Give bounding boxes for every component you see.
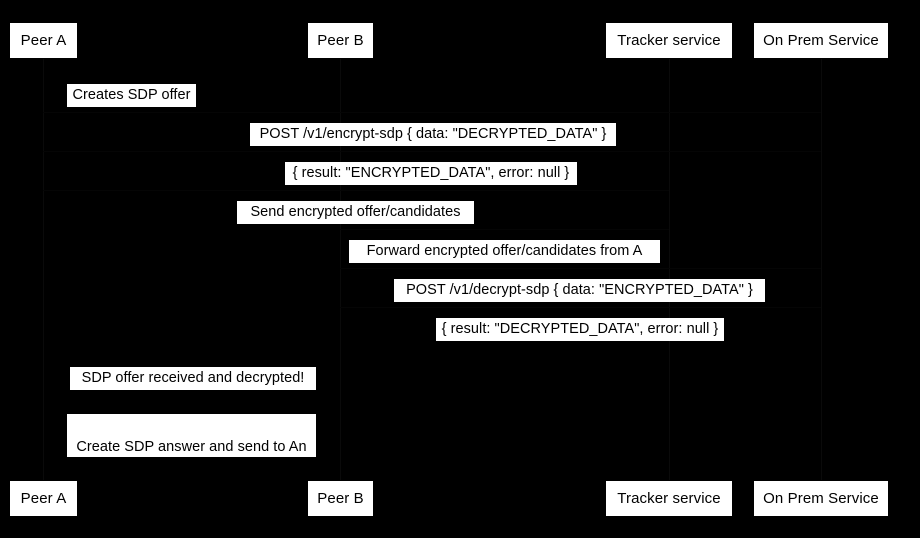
participant-foot-peer-a[interactable]: Peer A [9, 480, 78, 517]
participant-foot-tracker-service-label: Tracker service [617, 490, 721, 507]
arrow-decrypt-sdp-result [340, 307, 821, 308]
note-create-sdp-answer-line1: Create SDP answer and send to An [76, 439, 307, 455]
arrow-send-encrypted-offer [43, 190, 669, 191]
message-label-send-encrypted-offer: Send encrypted offer/candidates [237, 201, 474, 224]
participant-head-peer-a-label: Peer A [20, 32, 67, 49]
participant-foot-on-prem-service[interactable]: On Prem Service [753, 480, 889, 517]
participant-head-tracker-service[interactable]: Tracker service [605, 22, 733, 59]
message-label-encrypt-sdp-result: { result: "ENCRYPTED_DATA", error: null … [285, 162, 577, 185]
lifeline-tracker-service [669, 58, 670, 480]
participant-foot-on-prem-service-label: On Prem Service [763, 490, 879, 507]
arrow-post-encrypt-sdp [43, 112, 821, 113]
participant-foot-peer-b-label: Peer B [317, 490, 364, 507]
arrow-forward-encrypted-offer [340, 229, 669, 230]
arrow-encrypt-sdp-result [43, 151, 821, 152]
message-label-post-encrypt-sdp: POST /v1/encrypt-sdp { data: "DECRYPTED_… [250, 123, 616, 146]
lifeline-on-prem-service [821, 58, 822, 480]
message-label-forward-encrypted-offer: Forward encrypted offer/candidates from … [349, 240, 660, 263]
participant-head-tracker-service-label: Tracker service [617, 32, 721, 49]
participant-head-peer-b[interactable]: Peer B [307, 22, 374, 59]
lifeline-peer-a [43, 58, 44, 480]
lifeline-peer-b [340, 58, 341, 480]
message-label-post-decrypt-sdp: POST /v1/decrypt-sdp { data: "ENCRYPTED_… [394, 279, 765, 302]
message-label-sdp-offer-received: SDP offer received and decrypted! [70, 367, 316, 390]
participant-foot-peer-a-label: Peer A [20, 490, 67, 507]
note-create-sdp-answer: Create SDP answer and send to An using t… [67, 414, 316, 497]
message-label-decrypt-sdp-result: { result: "DECRYPTED_DATA", error: null … [436, 318, 724, 341]
participant-head-peer-b-label: Peer B [317, 32, 364, 49]
participant-head-on-prem-service[interactable]: On Prem Service [753, 22, 889, 59]
message-label-creates-sdp-offer: Creates SDP offer [67, 84, 196, 107]
arrow-post-decrypt-sdp [340, 268, 821, 269]
note-create-sdp-answer-line2: using the same mechanism [102, 481, 281, 497]
participant-foot-tracker-service[interactable]: Tracker service [605, 480, 733, 517]
participant-head-peer-a[interactable]: Peer A [9, 22, 78, 59]
participant-head-on-prem-service-label: On Prem Service [763, 32, 879, 49]
participant-foot-peer-b[interactable]: Peer B [307, 480, 374, 517]
